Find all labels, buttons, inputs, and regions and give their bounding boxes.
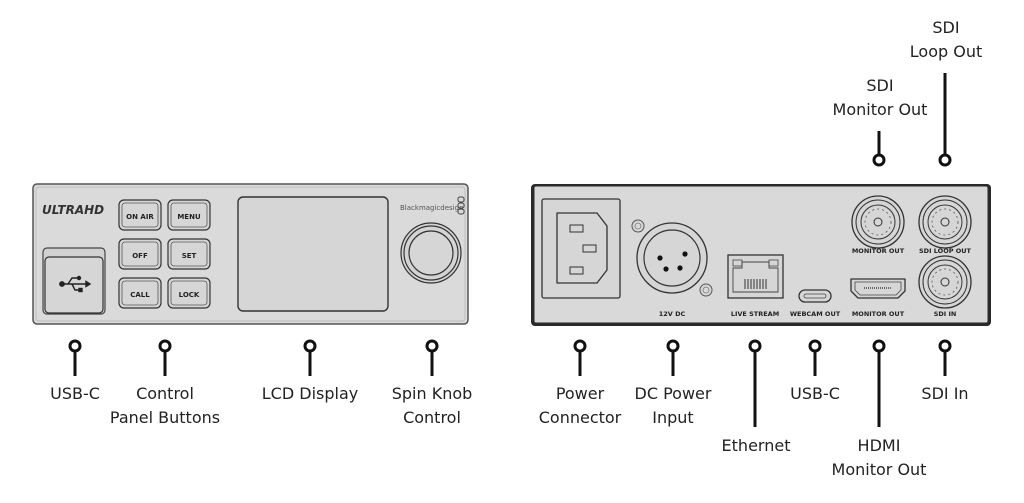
blackmagic-logo-mark [457,196,465,215]
callout-line2: Connector [538,408,622,427]
callout-line2: Input [652,408,694,427]
on-air-label: ON AIR [126,213,154,221]
control-panel-buttons: ON AIR MENU OFF SET CALL [118,199,211,309]
callout-pin [808,339,822,376]
callout-label-ethernet: Ethernet [722,434,791,458]
rear-panel: 12V DC LIVE STREAM WEBCAM OUT [531,184,991,326]
lock-button[interactable]: LOCK [167,277,211,309]
set-button[interactable]: SET [167,238,211,270]
callout-label-sdi-in: SDI In [921,382,968,406]
dc-power-input[interactable] [631,219,713,297]
callout-label-control-panel-buttons: Control Panel Buttons [110,382,220,430]
callout-pin [573,339,587,376]
callout-line1: SDI In [921,384,969,403]
hdmi-port[interactable] [850,278,906,299]
ultrahd-logo: ULTRAHD [42,203,104,217]
callout-line2: Loop Out [909,42,983,61]
callout-pin [68,339,82,376]
callout-pin [748,339,762,427]
callout-line1: Ethernet [721,436,791,455]
lock-label: LOCK [179,291,200,299]
hdmi-port-label: MONITOR OUT [852,310,905,318]
ethernet-port[interactable] [727,254,784,299]
callout-line1: Power [555,384,605,403]
callout-label-lcd-display: LCD Display [262,382,358,406]
callout-label-hdmi-monitor-out: HDMI Monitor Out [832,434,927,482]
callout-pin [938,339,952,376]
sdi-in-port[interactable] [918,255,972,309]
sdi-monitor-out-port[interactable] [851,195,905,249]
callout-pin [666,339,680,376]
set-label: SET [182,252,197,260]
callout-pin [872,339,886,427]
callout-line2: Control [403,408,461,427]
menu-label: MENU [177,213,201,221]
callout-pin [872,131,886,167]
callout-line1: Spin Knob [391,384,473,403]
callout-line1: Control [136,384,194,403]
on-air-button[interactable]: ON AIR [118,199,162,231]
callout-label-dc-power-input: DC Power Input [635,382,712,430]
callout-line1: LCD Display [261,384,359,403]
power-connector[interactable] [541,198,621,299]
callout-line2: Monitor Out [831,460,927,479]
blackmagic-logo: Blackmagicdesign [400,204,464,212]
sdi-monitor-port-label: MONITOR OUT [852,247,905,255]
callout-label-rear-usb-c: USB-C [790,382,840,406]
front-usb-port[interactable] [42,247,106,315]
callout-line2: Panel Buttons [109,408,221,427]
callout-line1: HDMI [857,436,901,455]
callout-label-front-usb-c: USB-C [50,382,100,406]
callout-line1: USB-C [50,384,100,403]
sdi-in-port-label: SDI IN [934,310,957,318]
callout-pin [938,73,952,167]
off-label: OFF [132,252,148,260]
callout-label-sdi-loop-out: SDI Loop Out [910,16,982,64]
callout-line1: DC Power [634,384,712,403]
callout-pin [158,339,172,376]
callout-pin [425,339,439,376]
callout-line1: SDI [932,18,960,37]
call-label: CALL [130,291,150,299]
sdi-loop-out-port[interactable] [918,195,972,249]
usb-port-label: WEBCAM OUT [790,310,841,318]
callout-label-power-connector: Power Connector [539,382,622,430]
dc-port-label: 12V DC [659,310,686,318]
menu-button[interactable]: MENU [167,199,211,231]
usb-c-port-rear[interactable] [798,289,832,303]
sdi-loop-port-label: SDI LOOP OUT [919,247,972,255]
usb-icon [59,275,92,293]
callout-pin [303,339,317,376]
callout-line2: Monitor Out [832,100,928,119]
spin-knob[interactable] [400,222,462,284]
call-button[interactable]: CALL [118,277,162,309]
callout-line1: SDI [866,76,894,95]
lcd-display [237,196,389,312]
ethernet-port-label: LIVE STREAM [731,310,779,318]
callout-line1: USB-C [790,384,840,403]
front-panel: ULTRAHD ON AIR [32,183,469,325]
callout-label-spin-knob: Spin Knob Control [392,382,473,430]
callout-label-sdi-monitor-out: SDI Monitor Out [833,74,928,122]
off-button[interactable]: OFF [118,238,162,270]
callout-pins [68,73,952,427]
